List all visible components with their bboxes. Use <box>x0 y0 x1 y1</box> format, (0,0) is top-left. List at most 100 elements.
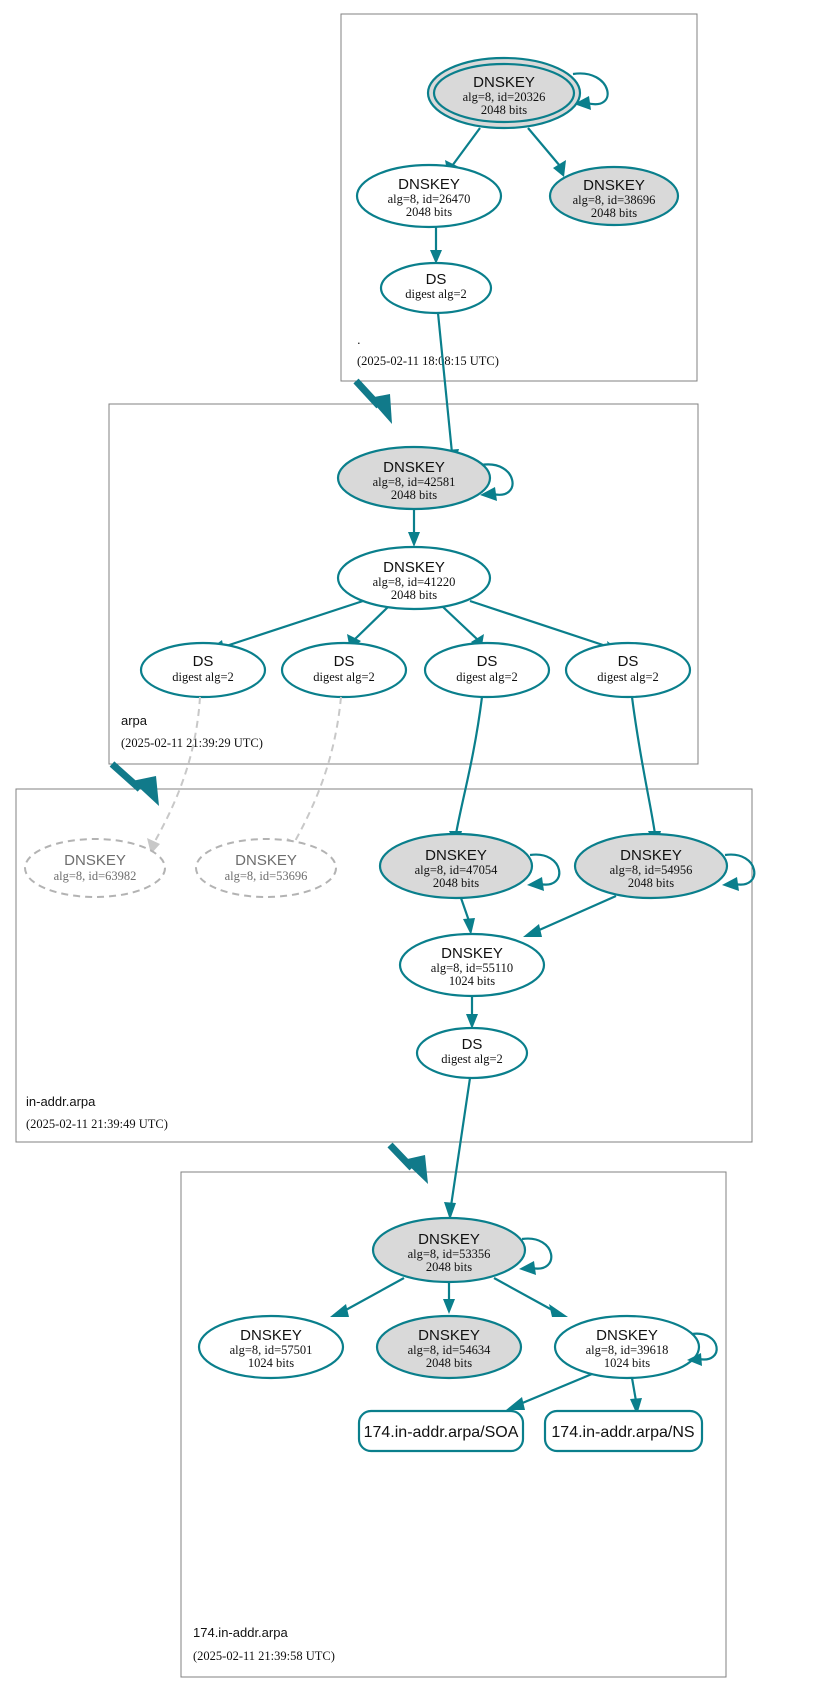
node-root-ds-title: DS <box>426 271 447 288</box>
rrset-174-in-addr-arpa-soa[interactable]: 174.in-addr.arpa/SOA <box>357 1409 525 1453</box>
node-174-ksk-53356-line3: 2048 bits <box>426 1260 472 1274</box>
edge-arpa-zsk-to-ds3 <box>442 606 479 641</box>
edge-arpa-ds4-to-ia-ksk-54956 <box>630 696 657 835</box>
node-arpa-ds-4-line2: digest alg=2 <box>597 670 659 684</box>
edge-arpa-ds3-to-ia-ksk-47054 <box>454 696 484 835</box>
edge-self-root-ksk-arrowhead <box>574 96 591 110</box>
edge-174-key-39618-to-soa-arrowhead <box>506 1397 525 1410</box>
node-174-ksk-53356[interactable]: DNSKEY alg=8, id=53356 2048 bits <box>371 1216 527 1284</box>
zone-timestamp-arpa: (2025-02-11 21:39:29 UTC) <box>121 736 263 750</box>
node-in-addr-ksk-47054-line3: 2048 bits <box>433 876 479 890</box>
node-root-zsk-line3: 2048 bits <box>406 205 452 219</box>
node-root-alt-key-line2: alg=8, id=38696 <box>573 193 656 207</box>
node-root-ksk-line2: alg=8, id=20326 <box>463 90 546 104</box>
edge-174-key-39618-to-ns-arrowhead <box>630 1398 642 1415</box>
node-arpa-ds-1-line2: digest alg=2 <box>172 670 234 684</box>
node-in-addr-bogus-key-63982-line2: alg=8, id=63982 <box>54 869 137 883</box>
edge-self-174-ksk-arrowhead <box>519 1261 536 1275</box>
node-arpa-ksk[interactable]: DNSKEY alg=8, id=42581 2048 bits <box>336 445 492 511</box>
edge-174-ksk-to-key-39618 <box>493 1277 555 1312</box>
node-174-key-57501-line2: alg=8, id=57501 <box>230 1343 313 1357</box>
node-root-ds[interactable]: DS digest alg=2 <box>379 261 493 315</box>
node-in-addr-bogus-key-53696-line2: alg=8, id=53696 <box>225 869 308 883</box>
edge-174-key-39618-to-soa <box>519 1372 593 1406</box>
node-arpa-ds-2[interactable]: DS digest alg=2 <box>280 641 408 699</box>
node-root-alt-key-title: DNSKEY <box>583 177 645 194</box>
edge-arpa-ds1-to-bogus-63982-arrowhead <box>147 838 160 854</box>
node-174-key-54634-line2: alg=8, id=54634 <box>408 1343 492 1357</box>
node-arpa-ds-1-title: DS <box>193 653 214 670</box>
node-174-key-54634[interactable]: DNSKEY alg=8, id=54634 2048 bits <box>375 1314 523 1380</box>
rrset-174-in-addr-arpa-ns[interactable]: 174.in-addr.arpa/NS <box>543 1409 704 1453</box>
delegation-arrow-arpa-to-in-addr-arpa <box>109 761 143 792</box>
node-174-key-39618-line3: 1024 bits <box>604 1356 650 1370</box>
node-arpa-ksk-line2: alg=8, id=42581 <box>373 475 456 489</box>
node-in-addr-ksk-47054-title: DNSKEY <box>425 847 487 864</box>
node-in-addr-bogus-key-63982[interactable]: DNSKEY alg=8, id=63982 <box>24 838 166 898</box>
node-in-addr-ds[interactable]: DS digest alg=2 <box>415 1026 529 1080</box>
node-174-key-57501[interactable]: DNSKEY alg=8, id=57501 1024 bits <box>197 1314 345 1380</box>
node-174-key-57501-title: DNSKEY <box>240 1327 302 1344</box>
edge-ia-ksk-54956-to-zsk-55110 <box>536 894 617 933</box>
edge-ia-ds-to-174-ksk-arrowhead <box>444 1202 456 1220</box>
node-arpa-zsk[interactable]: DNSKEY alg=8, id=41220 2048 bits <box>336 545 492 611</box>
zone-box-arpa <box>108 403 699 765</box>
node-arpa-ds-3[interactable]: DS digest alg=2 <box>423 641 551 699</box>
node-in-addr-ksk-54956[interactable]: DNSKEY alg=8, id=54956 2048 bits <box>573 832 729 900</box>
node-arpa-ksk-title: DNSKEY <box>383 459 445 476</box>
edge-174-ksk-to-key-54634-arrowhead <box>443 1299 455 1314</box>
node-174-ksk-53356-title: DNSKEY <box>418 1231 480 1248</box>
edge-self-174-key-39618-arrowhead <box>687 1353 702 1366</box>
node-root-zsk[interactable]: DNSKEY alg=8, id=26470 2048 bits <box>355 163 503 229</box>
edge-ia-ds-to-174-ksk <box>449 1077 472 1207</box>
node-root-ksk[interactable]: DNSKEY alg=8, id=20326 2048 bits <box>426 56 582 130</box>
node-174-key-54634-line3: 2048 bits <box>426 1356 472 1370</box>
zone-box-root <box>340 13 698 382</box>
edge-ia-ksk-47054-to-zsk-55110 <box>459 897 471 922</box>
edge-self-ia-ksk-47054 <box>529 853 561 886</box>
edge-self-174-key-39618 <box>691 1332 718 1361</box>
node-in-addr-ksk-54956-line3: 2048 bits <box>628 876 674 890</box>
node-root-alt-key[interactable]: DNSKEY alg=8, id=38696 2048 bits <box>548 165 680 227</box>
edge-arpa-zsk-to-ds4 <box>469 599 613 650</box>
edge-174-ksk-to-key-57501-arrowhead <box>330 1304 349 1317</box>
edge-self-174-ksk <box>521 1237 553 1270</box>
node-174-key-39618-line2: alg=8, id=39618 <box>586 1343 669 1357</box>
node-in-addr-ds-line2: digest alg=2 <box>441 1052 503 1066</box>
edge-arpa-ds1-to-bogus-63982 <box>153 696 201 844</box>
zone-label-in-addr-arpa: in-addr.arpa <box>26 1094 96 1109</box>
edge-self-ia-ksk-54956 <box>724 853 756 886</box>
node-in-addr-bogus-key-53696-title: DNSKEY <box>235 852 297 869</box>
zone-label-174-in-addr-arpa: 174.in-addr.arpa <box>193 1625 288 1640</box>
edge-self-arpa-ksk-arrowhead <box>480 487 497 501</box>
node-in-addr-ksk-54956-title: DNSKEY <box>620 847 682 864</box>
edge-root-ksk-to-alt-arrowhead <box>553 160 566 177</box>
node-arpa-ds-1[interactable]: DS digest alg=2 <box>139 641 267 699</box>
rrset-174-in-addr-arpa-soa-label: 174.in-addr.arpa/SOA <box>364 1424 519 1441</box>
node-root-ds-line2: digest alg=2 <box>405 287 467 301</box>
node-174-key-54634-title: DNSKEY <box>418 1327 480 1344</box>
node-arpa-ds-2-title: DS <box>334 653 355 670</box>
node-174-ksk-53356-line2: alg=8, id=53356 <box>408 1247 491 1261</box>
edge-root-ksk-to-zsk <box>451 127 481 167</box>
node-in-addr-bogus-key-63982-title: DNSKEY <box>64 852 126 869</box>
node-in-addr-zsk-55110[interactable]: DNSKEY alg=8, id=55110 1024 bits <box>398 932 546 998</box>
node-in-addr-bogus-key-53696[interactable]: DNSKEY alg=8, id=53696 <box>195 838 337 898</box>
node-root-ksk-line3: 2048 bits <box>481 103 527 117</box>
node-arpa-ds-2-line2: digest alg=2 <box>313 670 375 684</box>
node-root-zsk-title: DNSKEY <box>398 176 460 193</box>
zone-label-root: . <box>357 332 361 347</box>
node-174-key-39618[interactable]: DNSKEY alg=8, id=39618 1024 bits <box>553 1314 701 1380</box>
node-in-addr-ksk-47054[interactable]: DNSKEY alg=8, id=47054 2048 bits <box>378 832 534 900</box>
edge-ia-zsk-55110-to-ds-arrowhead <box>466 1014 478 1029</box>
node-arpa-ds-4[interactable]: DS digest alg=2 <box>564 641 692 699</box>
node-arpa-zsk-title: DNSKEY <box>383 559 445 576</box>
zone-timestamp-in-addr-arpa: (2025-02-11 21:39:49 UTC) <box>26 1117 168 1131</box>
edge-arpa-ksk-to-zsk-arrowhead <box>408 532 420 547</box>
zone-box-174-in-addr-arpa <box>180 1171 727 1678</box>
edge-self-arpa-ksk <box>480 463 514 496</box>
node-in-addr-zsk-55110-title: DNSKEY <box>441 945 503 962</box>
edge-self-root-ksk <box>572 72 609 106</box>
edge-root-zsk-to-ds-arrowhead <box>430 250 442 264</box>
edge-root-ds-to-arpa-ksk <box>436 312 454 454</box>
